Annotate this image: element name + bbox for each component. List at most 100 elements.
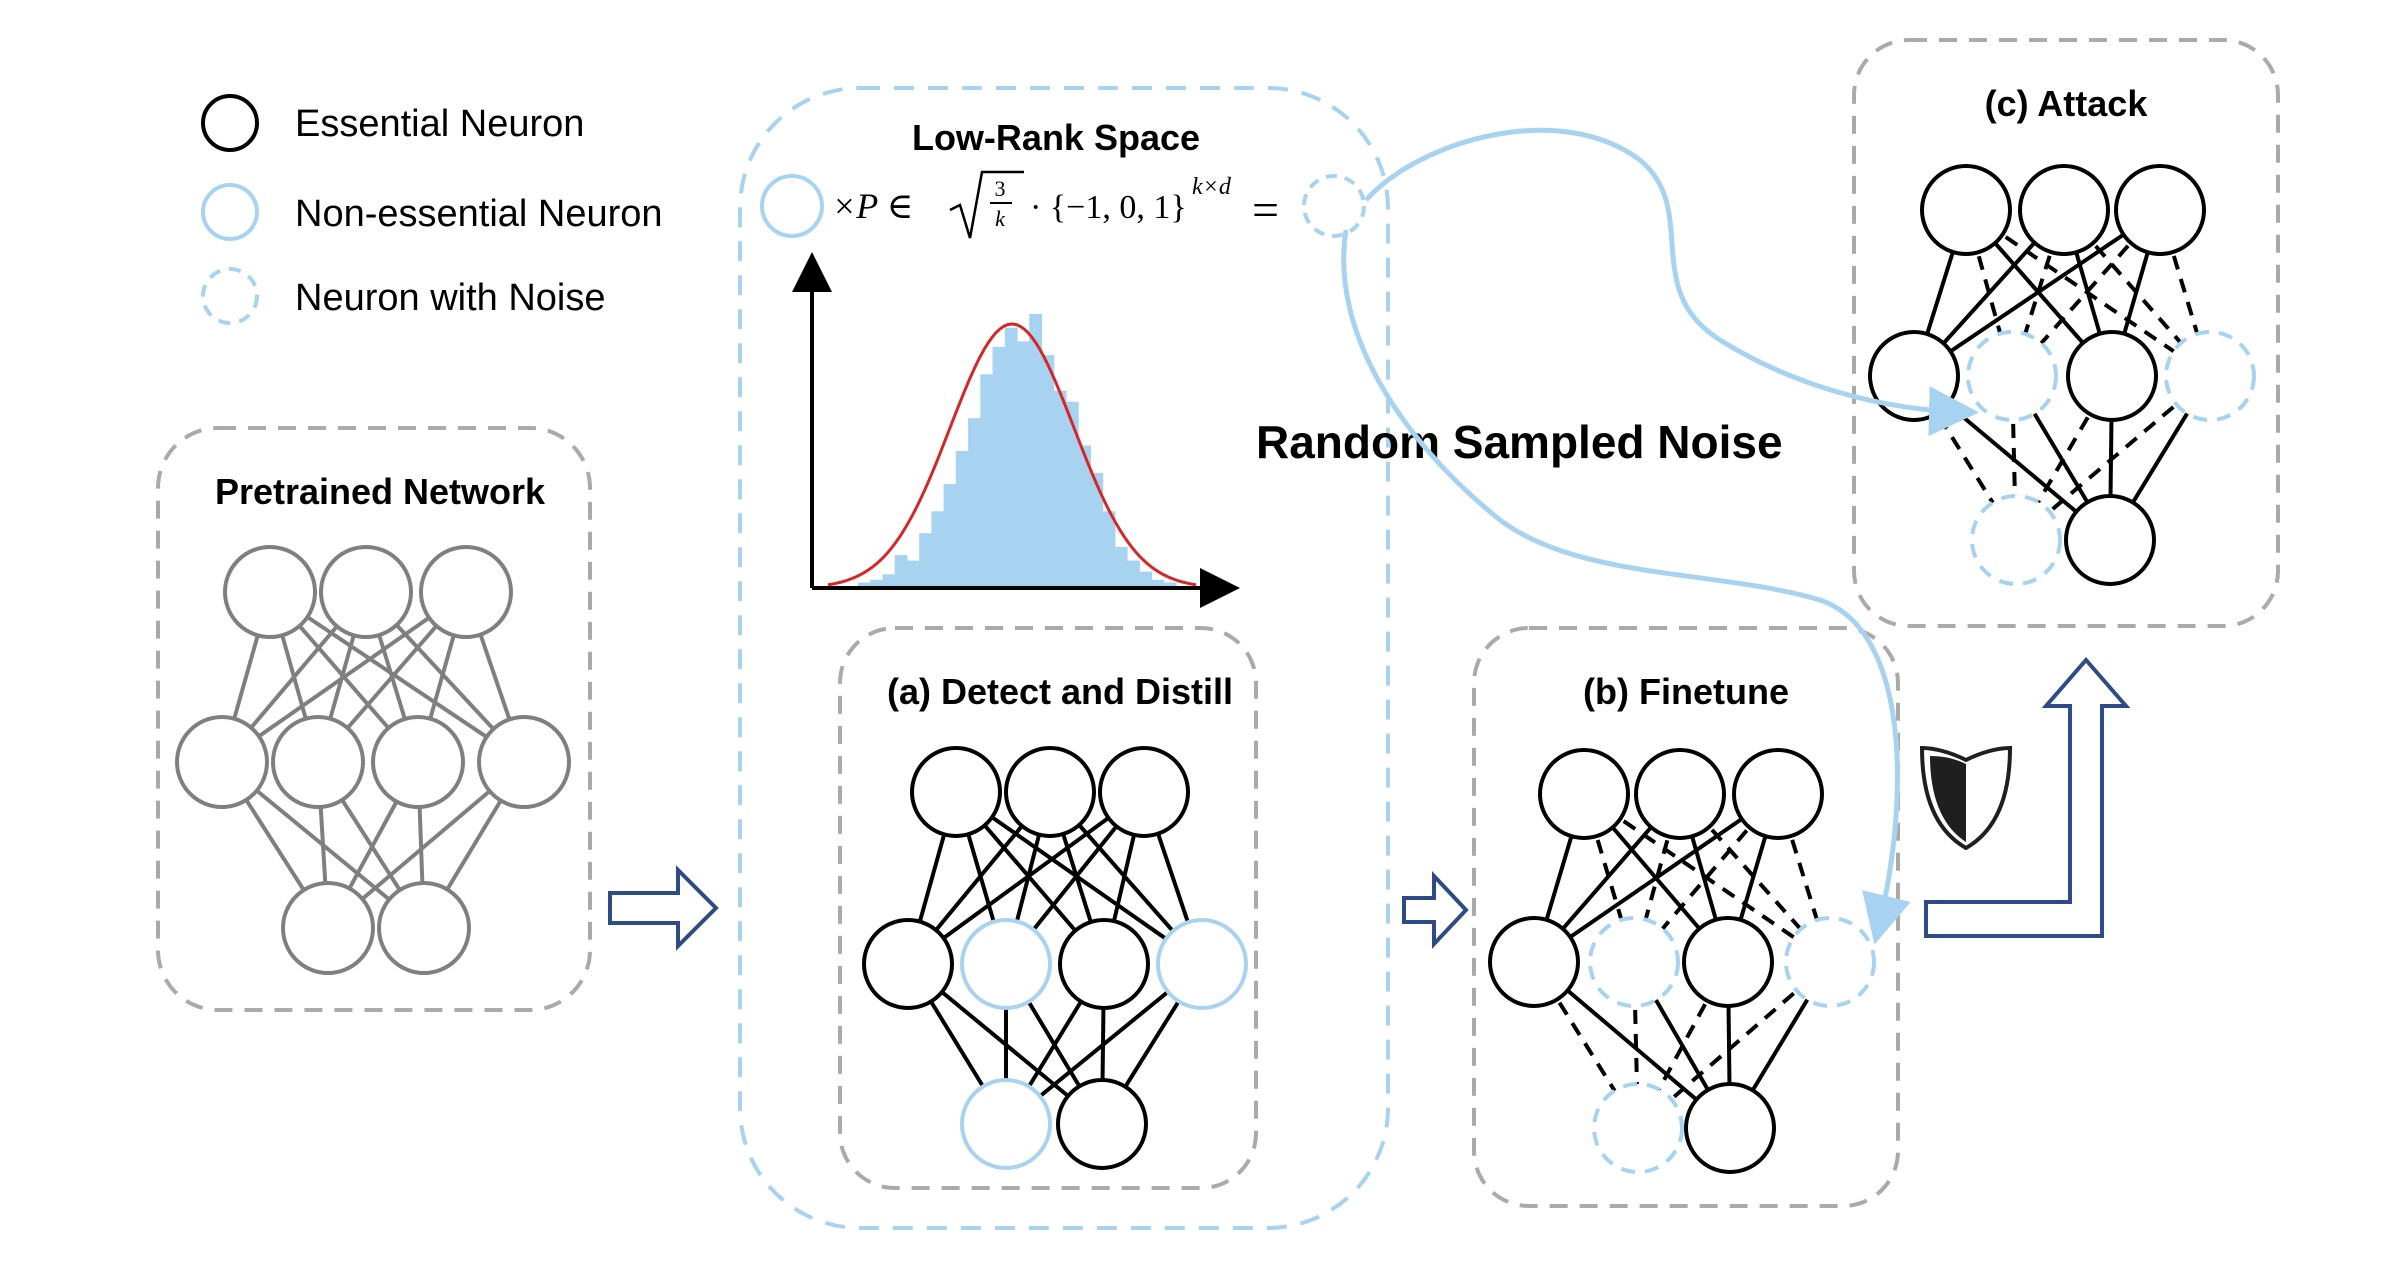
essential-neuron [1488, 916, 1580, 1008]
sqrt-denominator: k [995, 206, 1006, 231]
gaussian-curve [827, 322, 1197, 587]
histogram-bar [1017, 341, 1030, 588]
histogram-bar [1127, 560, 1140, 588]
low-rank-title: Low-Rank Space [912, 117, 1200, 158]
histogram-bar [1053, 390, 1067, 588]
non-essential-neuron [960, 918, 1052, 1010]
finetune-panel: (b) Finetune [1472, 626, 1900, 1208]
essential-neuron [910, 746, 1002, 838]
legend-noise-label: Neuron with Noise [295, 277, 605, 319]
sqrt-numerator: 3 [995, 176, 1006, 201]
histogram-bar [992, 346, 1006, 588]
formula-exponent: k×d [1192, 174, 1232, 200]
pretrained-neuron [281, 881, 375, 975]
essential-neuron [1634, 748, 1726, 840]
essential-neuron [1732, 748, 1824, 840]
histogram-bar [1090, 472, 1104, 588]
histogram-bar [882, 574, 896, 588]
noise-curve-to-attack [1364, 127, 1979, 437]
histogram-bar [858, 582, 871, 588]
legend-noise-icon [201, 267, 259, 325]
sqrt-sign [949, 170, 1024, 239]
histogram-bar [931, 511, 945, 588]
finetune-title: (b) Finetune [1583, 671, 1789, 712]
pretrained-neuron [419, 545, 513, 639]
essential-neuron [1538, 748, 1630, 840]
pretrained-neuron [319, 545, 413, 639]
finetune-network [1488, 748, 1876, 1174]
essential-neuron [2114, 164, 2206, 256]
legend: Essential Neuron Non-essential Neuron Ne… [201, 94, 663, 325]
histogram-bar [1078, 445, 1091, 588]
histogram-bars [858, 314, 1177, 588]
flow-arrow-1 [608, 865, 719, 951]
histogram-bar [955, 451, 969, 588]
histogram-bar [919, 533, 932, 588]
detect-network [862, 746, 1248, 1170]
histogram-bar [1163, 582, 1177, 588]
low-rank-panel: Low-Rank Space ×P ∈ 3 k · {−1, 0, 1} k×d… [738, 86, 1390, 1230]
histogram-bar [980, 374, 994, 588]
essential-neuron [1058, 918, 1150, 1010]
output-noise-neuron-icon [1302, 174, 1366, 238]
noise-label: Random Sampled Noise [1256, 416, 1783, 468]
detect-box [838, 626, 1258, 1190]
projection-formula: ×P ∈ 3 k · {−1, 0, 1} k×d = [760, 170, 1366, 239]
histogram-bar [894, 555, 908, 588]
essential-neuron [1004, 746, 1096, 838]
pretrained-box [156, 426, 592, 1012]
essential-neuron [2064, 494, 2156, 586]
histogram-bar [1102, 511, 1116, 588]
histogram-bar [1041, 355, 1055, 588]
pretrained-neuron [271, 715, 365, 809]
histogram-bar [1029, 314, 1042, 588]
histogram-bar [1065, 401, 1079, 588]
legend-non-essential-icon [201, 183, 259, 241]
histogram-bar [968, 418, 981, 588]
detect-title: (a) Detect and Distill [887, 671, 1233, 712]
essential-neuron [2066, 330, 2158, 422]
pretrained-neuron [175, 715, 269, 809]
essential-neuron [1682, 916, 1774, 1008]
histogram-bar [906, 560, 920, 588]
pretrained-neuron [371, 715, 465, 809]
essential-neuron [862, 918, 954, 1010]
formula-times-p: ×P ∈ [832, 186, 913, 226]
low-rank-box [738, 86, 1390, 1230]
non-essential-neuron [1156, 918, 1248, 1010]
pretrained-panel: Pretrained Network [156, 426, 592, 1012]
input-neuron-icon [760, 174, 824, 238]
legend-essential-label: Essential Neuron [295, 103, 584, 145]
pretrained-title: Pretrained Network [215, 471, 546, 512]
histogram-bar [943, 483, 957, 588]
non-essential-neuron [960, 1078, 1052, 1170]
flow-arrow-2 [1402, 870, 1469, 950]
histogram-bar [1114, 546, 1128, 588]
histogram-bar [1151, 579, 1165, 588]
noise-neuron [1592, 1082, 1684, 1174]
pretrained-neuron [477, 715, 571, 809]
pretrained-neuron [223, 545, 317, 639]
legend-non-essential-label: Non-essential Neuron [295, 193, 663, 235]
noise-neuron [2164, 330, 2256, 422]
histogram-bar [1004, 327, 1018, 588]
essential-neuron [1684, 1082, 1776, 1174]
formula-set: · {−1, 0, 1} [1030, 189, 1187, 226]
attack-network [1868, 164, 2256, 586]
pretrained-network [175, 545, 571, 975]
essential-neuron [1056, 1078, 1148, 1170]
noise-distribution-chart [792, 252, 1240, 608]
noise-neuron [1970, 494, 2062, 586]
attack-title: (c) Attack [1985, 83, 2149, 124]
finetune-to-attack-arrow [1924, 656, 2131, 938]
attack-panel: (c) Attack [1852, 38, 2280, 628]
noise-curve-to-finetune [1341, 229, 1911, 945]
histogram-bar [870, 579, 883, 588]
noise-neuron [1784, 916, 1876, 1008]
essential-neuron [1920, 164, 2012, 256]
essential-neuron [1098, 746, 1190, 838]
essential-neuron [2018, 164, 2110, 256]
formula-equals: = [1252, 184, 1279, 237]
noise-neuron [1966, 330, 2058, 422]
